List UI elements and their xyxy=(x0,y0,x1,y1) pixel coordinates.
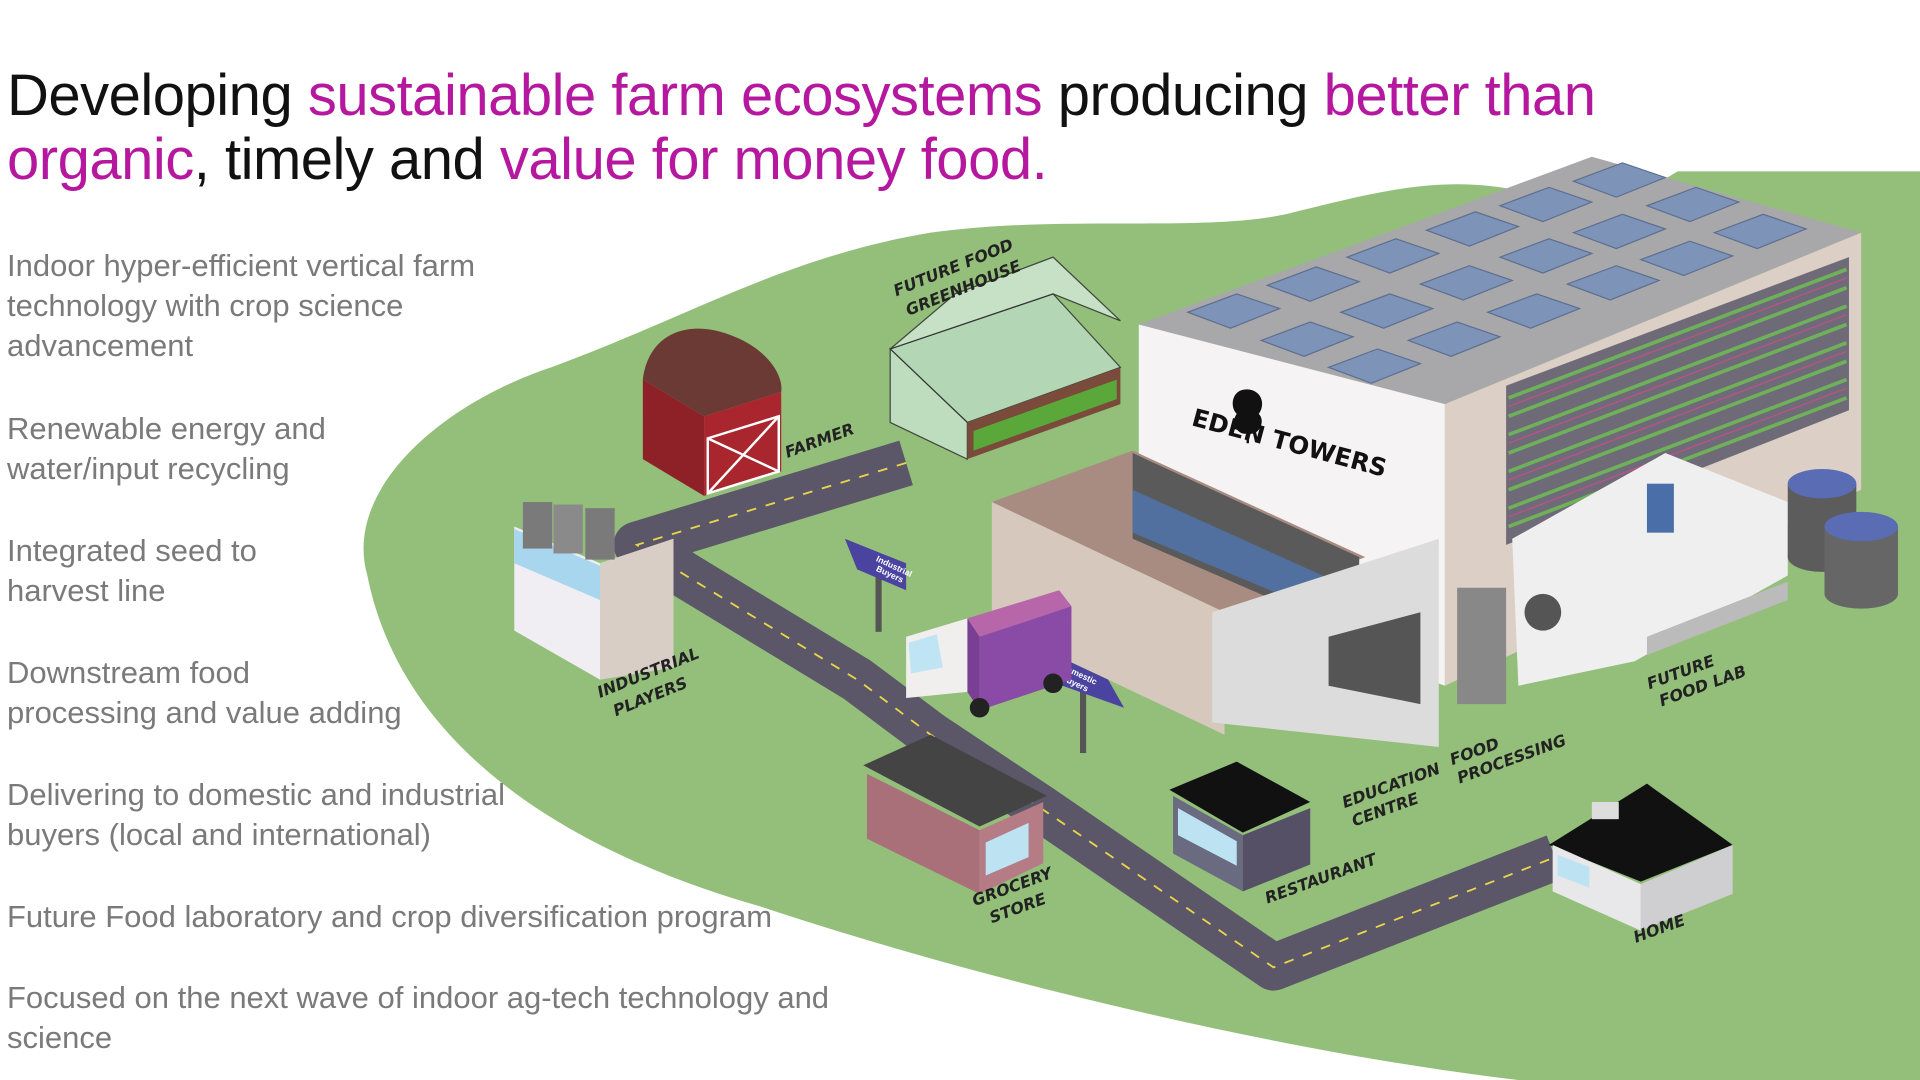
vertical-farm-racks xyxy=(1506,257,1849,545)
solar-panels xyxy=(1186,162,1808,384)
industrial-buyers-sign: Industrial Buyers xyxy=(844,538,914,632)
feature-item: Focused on the next wave of indoor ag-te… xyxy=(7,980,830,1055)
barn xyxy=(642,328,782,496)
feature-item: Future Food laboratory and crop diversif… xyxy=(7,899,773,934)
eden-towers-building: EDEN TOWERS xyxy=(991,156,1862,747)
delivery-truck xyxy=(906,590,1072,718)
page-headline: Developing sustainable farm ecosystems p… xyxy=(7,63,1596,192)
water-tanks xyxy=(1787,468,1898,609)
greenhouse xyxy=(889,256,1122,461)
restaurant xyxy=(1169,761,1311,892)
industrial-plant xyxy=(514,502,674,680)
eden-logo-icon xyxy=(1232,389,1263,444)
home xyxy=(1548,783,1733,931)
grocery-store xyxy=(863,734,1047,894)
